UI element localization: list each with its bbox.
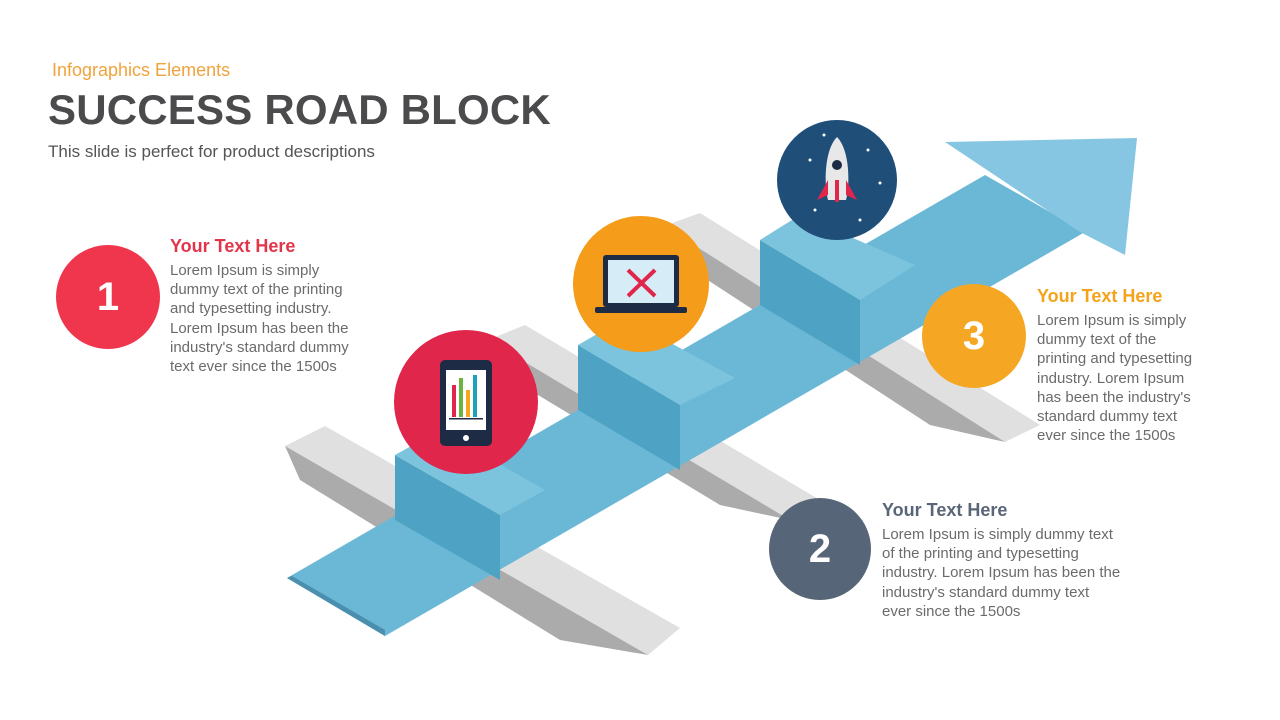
step-1-heading: Your Text Here <box>170 236 296 256</box>
step-1-number-badge: 1 <box>56 245 160 349</box>
step-2-number-badge: 2 <box>769 498 871 600</box>
road-ribbon <box>287 138 1137 636</box>
page-title: SUCCESS ROAD BLOCK <box>48 86 551 133</box>
tablet-chart-icon <box>394 330 538 474</box>
step-2-text: Your Text Here Lorem Ipsum is simply dum… <box>882 500 1132 621</box>
rocket-icon <box>777 120 897 240</box>
page-subtitle: This slide is perfect for product descri… <box>48 142 375 161</box>
step-3-number-badge: 3 <box>922 284 1026 388</box>
step-3-heading: Your Text Here <box>1037 286 1163 306</box>
arrow-head <box>945 138 1137 255</box>
laptop-tools-icon <box>573 216 709 352</box>
step-2-body: Lorem Ipsum is simply dummy text of the … <box>882 526 1121 620</box>
step-3-text: Your Text Here Lorem Ipsum is simply dum… <box>1037 286 1212 445</box>
step-1-text: Your Text Here Lorem Ipsum is simply dum… <box>170 236 370 376</box>
kicker-text: Infographics Elements <box>52 60 231 80</box>
step-2-heading: Your Text Here <box>882 500 1008 520</box>
step-3-body: Lorem Ipsum is simply dummy text of the … <box>1037 312 1193 445</box>
step-1-body: Lorem Ipsum is simply dummy text of the … <box>170 262 349 376</box>
